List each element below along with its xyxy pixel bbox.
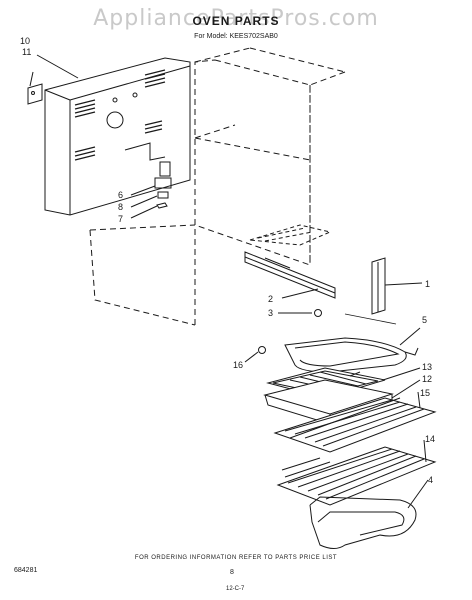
watermark-text: AppliancePartsPros.com — [93, 6, 379, 31]
oven-rack-lower — [276, 446, 437, 506]
callout-8: 8 — [118, 202, 123, 212]
bushing — [244, 346, 266, 363]
callout-1: 1 — [425, 279, 430, 289]
callout-3: 3 — [268, 308, 273, 318]
callout-11: 11 — [22, 47, 31, 57]
oven-rack-upper — [273, 397, 437, 453]
hidden-bake-element — [249, 224, 332, 246]
bake-element — [284, 327, 421, 373]
diagram-title: OVEN PARTS — [192, 14, 280, 28]
callout-4: 4 — [428, 475, 433, 485]
callout-10: 10 — [20, 36, 30, 46]
callout-2: 2 — [268, 294, 273, 304]
callout-7: 7 — [118, 214, 123, 224]
oven-liner-outline — [89, 47, 346, 326]
callout-16: 16 — [233, 360, 243, 370]
side-bracket — [371, 257, 423, 315]
callout-5: 5 — [422, 315, 427, 325]
callout-15: 15 — [420, 388, 430, 398]
callout-13: 13 — [422, 362, 432, 372]
callout-6: 6 — [118, 190, 123, 200]
mounting-screw — [278, 309, 322, 317]
small-cover-plate — [27, 83, 43, 105]
date-code: 12-C-7 — [226, 586, 245, 592]
callout-14: 14 — [425, 434, 435, 444]
callout-12: 12 — [422, 374, 432, 384]
model-line: For Model: KEES702SAB0 — [194, 33, 278, 40]
page-number: 8 — [230, 569, 234, 576]
back-panel — [44, 57, 191, 216]
document-number: 684281 — [14, 567, 38, 574]
lower-heating-element — [309, 479, 429, 549]
ordering-info-note: FOR ORDERING INFORMATION REFER TO PARTS … — [134, 555, 338, 561]
rack-support-rail — [244, 251, 336, 299]
terminal-block-parts — [130, 177, 172, 219]
